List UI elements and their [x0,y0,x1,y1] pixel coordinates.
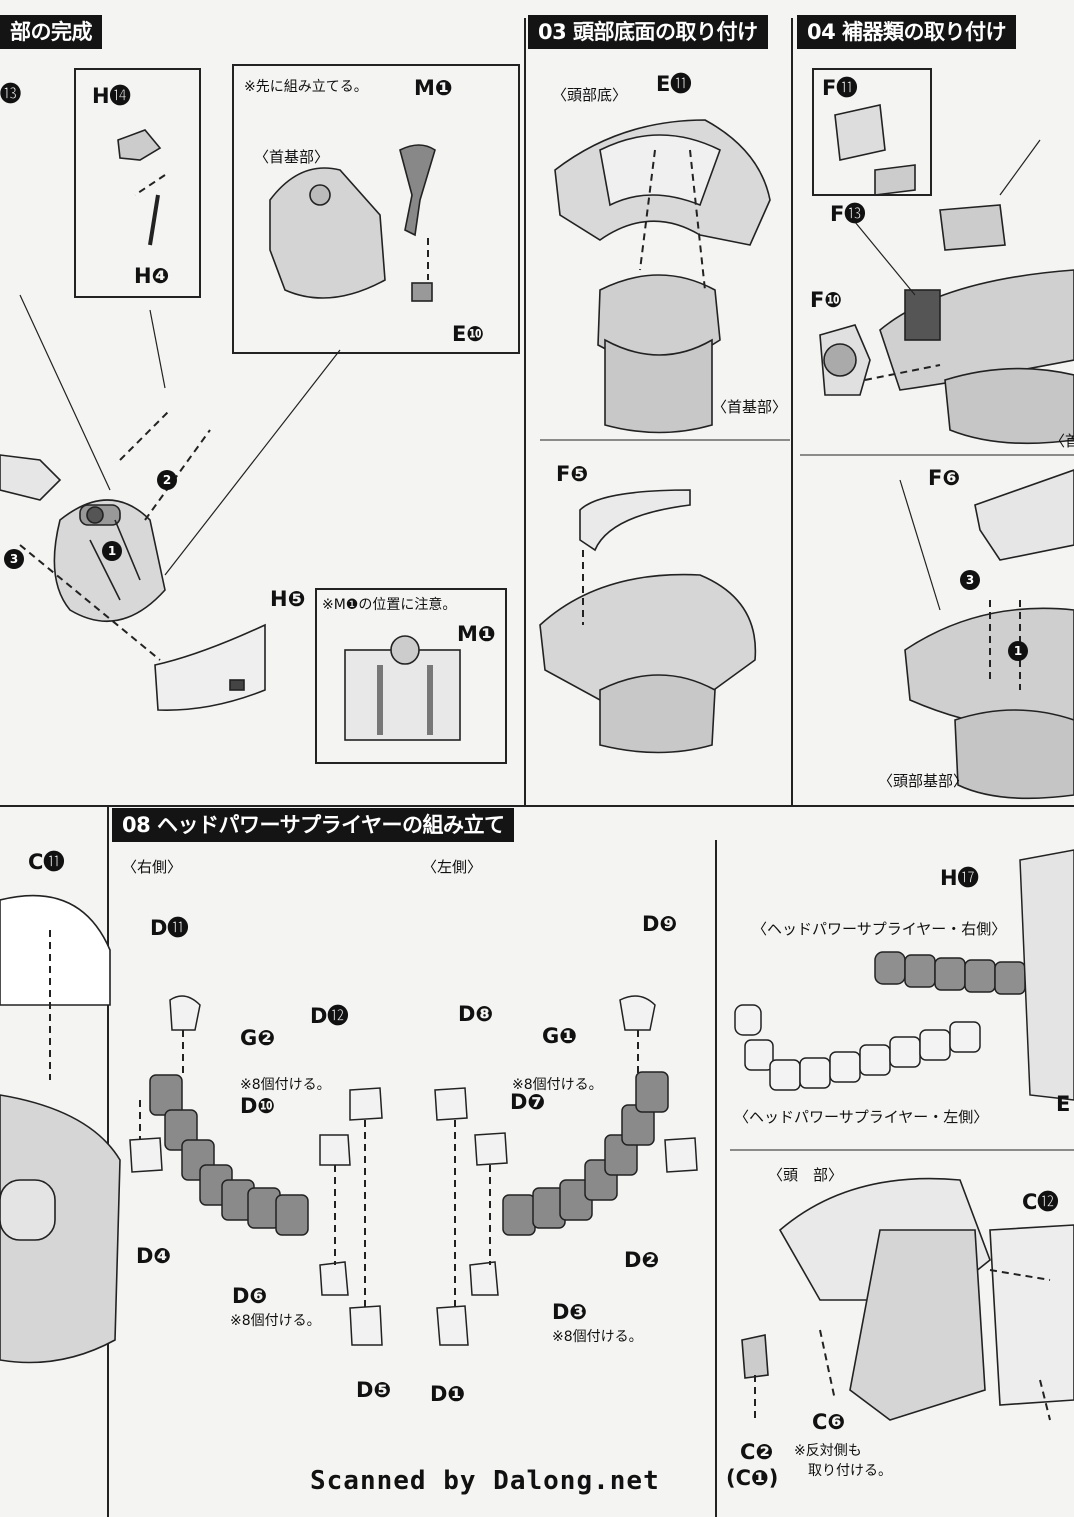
part-label-d3: D❸ [552,1300,588,1324]
step-marker-1b: 1 [1006,638,1028,662]
f11-detail-frame [812,68,932,196]
note-attach8-c: ※8個付ける。 [512,1077,603,1093]
section-title-08: 08 ヘッドパワーサプライヤーの組み立て [112,808,515,842]
part-label-e10: E❿ [452,322,485,346]
part-label-e11: E⓫ [656,72,692,96]
part-label-h4: H❹ [134,264,170,288]
part-label-d5: D❺ [356,1378,392,1402]
part-label-d10: D❿ [240,1094,276,1118]
note-pre-assemble: ※先に組み立てる。 [244,79,368,95]
part-label-h17: H⓱ [940,866,979,890]
h14-detail-frame [74,68,201,298]
note-left-side: 〈左側〉 [422,858,483,876]
note-right-side: 〈右側〉 [122,858,183,876]
part-label-d1: D❶ [430,1382,466,1406]
part-label-f5: F❺ [556,462,589,486]
part-label-c12: C⓬ [1022,1190,1059,1214]
part-label-f13: F⓭ [830,202,866,226]
note-head: 〈頭 部〉 [768,1166,844,1184]
scanned-by-footer: Scanned by Dalong.net [310,1466,660,1496]
part-label-h5: H❺ [270,587,306,611]
note-neck-base: 〈首基部〉 [254,148,330,166]
part-label-d4: D❹ [136,1244,172,1268]
note-head-base: 〈頭部基部〉 [878,772,969,790]
note-supplier-right: 〈ヘッドパワーサプライヤー・右側〉 [752,920,1007,938]
part-label-g2: G❷ [240,1026,276,1050]
part-label-f10: F❿ [810,288,843,312]
step-marker-3: 3 [2,546,24,570]
part-label-f6: F❻ [928,466,961,490]
part-label-c11: C⓫ [28,850,65,874]
part-label-g1: G❶ [542,1024,578,1048]
neck-base-detail-frame [232,64,520,354]
part-label-d2: D❷ [624,1248,660,1272]
part-label-13: ⓭ [0,82,21,106]
part-label-c1: (C❶) [726,1466,779,1490]
part-label-m1: M❶ [414,76,453,100]
note-attach8-d: ※8個付ける。 [552,1329,643,1345]
part-label-c6: C❻ [812,1410,846,1434]
section-title-assembly-complete: 部の完成 [0,15,102,49]
part-label-h14: H⓮ [92,84,131,108]
note-m1-position: ※M❶の位置に注意。 [322,597,457,613]
m1-position-frame [315,588,507,764]
note-neck-base-3: 〈首 [1050,432,1074,450]
part-label-d11: D⓫ [150,916,189,940]
note-supplier-left: 〈ヘッドパワーサプライヤー・左側〉 [734,1108,989,1126]
section-title-03: 03 頭部底面の取り付け [528,15,768,49]
part-label-m1-inset: M❶ [457,622,496,646]
part-label-d6: D❻ [232,1284,268,1308]
part-label-d7: D❼ [510,1090,546,1114]
part-label-d8: D❽ [458,1002,494,1026]
note-head-bottom: 〈頭部底〉 [552,86,628,104]
note-attach8-a: ※8個付ける。 [240,1077,331,1093]
note-neck-base-2: 〈首基部〉 [712,398,788,416]
note-attach8-b: ※8個付ける。 [230,1313,321,1329]
part-label-f11: F⓫ [822,76,858,100]
part-label-d12: D⓬ [310,1004,349,1028]
step-marker-1: 1 [100,538,122,562]
part-label-d9: D❾ [642,912,678,936]
note-opposite-1: ※反対側も [794,1443,862,1459]
step-marker-2: 2 [155,467,177,491]
step-marker-3b: 3 [958,567,980,591]
section-title-04: 04 補器類の取り付け [797,15,1017,49]
part-label-c2: C❷ [740,1440,774,1464]
part-label-e-edge: E [1056,1092,1071,1116]
note-opposite-2: 取り付ける。 [808,1463,892,1479]
